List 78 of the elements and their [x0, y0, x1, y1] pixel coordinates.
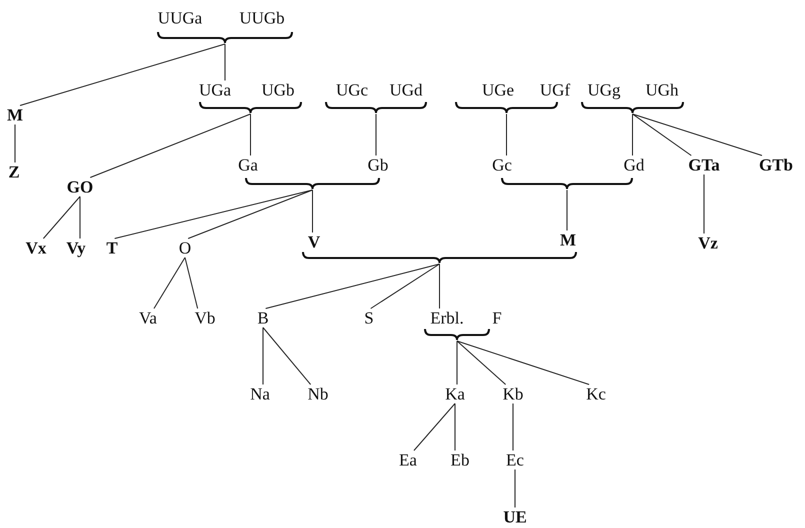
- siglum-label: UGg: [587, 80, 621, 100]
- connector-line: [184, 257, 198, 309]
- siglum-label: GTb: [758, 156, 794, 174]
- grouping-brace: [325, 102, 427, 114]
- siglum-label: M: [560, 230, 576, 250]
- siglum-label: O: [178, 238, 192, 258]
- siglum-label: Gb: [368, 156, 388, 174]
- siglum-label: Ga: [238, 156, 258, 174]
- siglum-label: Vx: [26, 238, 46, 258]
- siglum-label: UGf: [540, 80, 570, 100]
- siglum-label: UGh: [645, 80, 679, 100]
- connector-line: [312, 190, 313, 233]
- siglum-label: Gd: [624, 156, 644, 174]
- siglum-label: Nb: [308, 384, 328, 404]
- connector-line: [413, 403, 456, 451]
- connector-line: [514, 469, 516, 508]
- siglum-label: T: [106, 238, 118, 258]
- connector-line: [14, 124, 16, 163]
- connector-line: [20, 44, 226, 106]
- siglum-label: UUGa: [158, 8, 202, 28]
- connector-line: [250, 114, 251, 156]
- siglum-label: UUGb: [239, 8, 285, 28]
- connector-line: [224, 44, 226, 81]
- grouping-brace: [302, 252, 577, 264]
- connector-line: [456, 340, 590, 385]
- grouping-brace: [581, 102, 684, 114]
- connector-line: [456, 340, 458, 385]
- siglum-label: Z: [8, 162, 20, 182]
- siglum-label: Erbl.: [430, 308, 464, 328]
- siglum-label: Ea: [399, 450, 417, 470]
- siglum-label: Vy: [66, 238, 86, 258]
- siglum-label: Va: [139, 308, 157, 328]
- connector-line: [632, 114, 692, 156]
- connector-line: [90, 114, 251, 178]
- grouping-brace: [501, 178, 633, 190]
- siglum-label: Gc: [492, 156, 512, 174]
- grouping-brace: [245, 178, 380, 190]
- siglum-label: Kc: [586, 384, 606, 404]
- connector-line: [454, 403, 456, 451]
- siglum-label: Kb: [502, 384, 524, 404]
- siglum-label: Vz: [698, 234, 718, 252]
- siglum-label: B: [257, 308, 269, 328]
- siglum-label: M: [6, 106, 24, 124]
- siglum-label: UGa: [198, 80, 232, 100]
- connector-line: [632, 114, 762, 156]
- connector-line: [262, 327, 312, 385]
- connector-line: [439, 264, 440, 309]
- connector-line: [506, 114, 507, 156]
- connector-line: [512, 403, 514, 451]
- grouping-brace: [199, 102, 302, 114]
- siglum-label: Ec: [506, 450, 524, 470]
- siglum-label: UGc: [336, 80, 368, 100]
- grouping-brace: [157, 32, 293, 44]
- grouping-brace: [455, 102, 558, 114]
- grouping-brace: [424, 329, 490, 341]
- connector-line: [262, 327, 264, 385]
- siglum-label: UE: [503, 508, 527, 526]
- connector-line: [632, 114, 633, 156]
- connector-line: [42, 196, 80, 239]
- siglum-label: UGb: [261, 80, 295, 100]
- siglum-label: GTa: [688, 156, 720, 174]
- connector-line: [188, 190, 313, 239]
- siglum-label: Na: [250, 384, 270, 404]
- siglum-label: V: [308, 232, 320, 252]
- connector-line: [370, 264, 440, 309]
- siglum-label: Vb: [194, 308, 216, 328]
- siglum-label: Ka: [445, 384, 465, 404]
- connector-line: [456, 340, 506, 385]
- siglum-label: Eb: [450, 450, 470, 470]
- siglum-label: S: [364, 308, 374, 328]
- connector-line: [114, 190, 313, 239]
- connector-line: [566, 190, 568, 231]
- connector-line: [153, 257, 186, 309]
- siglum-label: F: [492, 308, 502, 328]
- siglum-label: UGe: [482, 80, 514, 100]
- siglum-label: GO: [66, 178, 94, 196]
- siglum-label: UGd: [389, 80, 423, 100]
- connector-line: [265, 264, 440, 309]
